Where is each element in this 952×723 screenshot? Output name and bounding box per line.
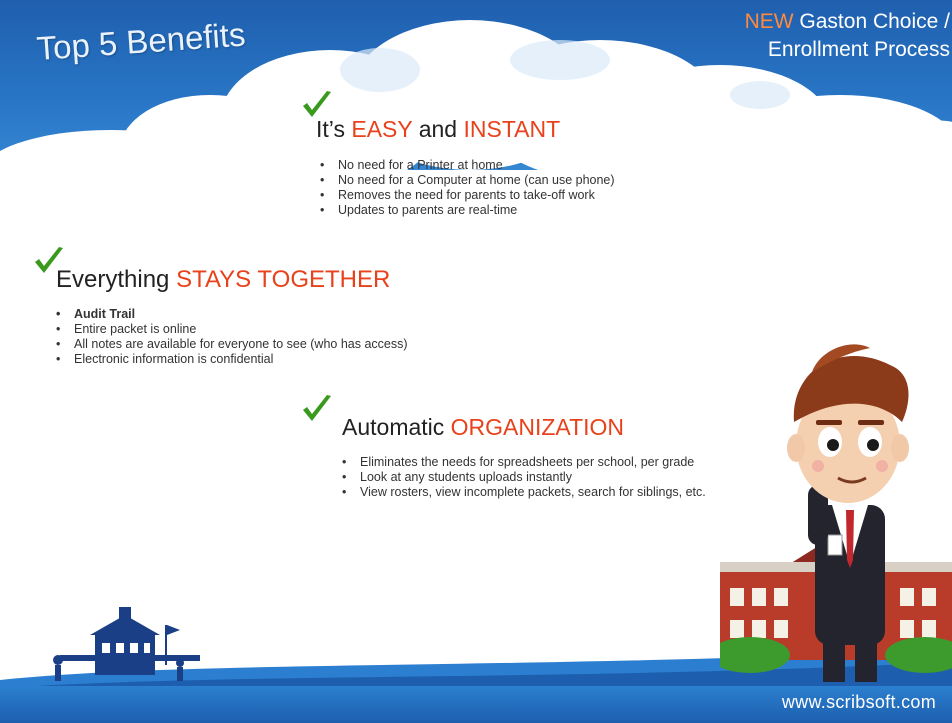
heading-highlight: ORGANIZATION	[450, 414, 625, 440]
program-name-line1: NEW Gaston Choice /	[745, 8, 950, 36]
program-name: NEW Gaston Choice / Enrollment Process	[745, 8, 950, 64]
list-item: All notes are available for everyone to …	[52, 337, 408, 352]
heading-highlight: STAYS TOGETHER	[176, 266, 391, 293]
list-item: No need for a Computer at home (can use …	[316, 173, 615, 188]
school-building-icon	[53, 607, 200, 681]
check-mark-icon	[303, 395, 331, 421]
list-item: Updates to parents are real-time	[316, 203, 615, 218]
check-mark-icon	[303, 91, 331, 117]
heading-text: Everything	[56, 266, 177, 293]
heading-text: and	[412, 116, 464, 142]
list-item: Eliminates the needs for spreadsheets pe…	[338, 455, 706, 470]
program-name-line2: Enrollment Process	[767, 38, 950, 61]
list-item: Electronic information is confidential	[52, 352, 408, 367]
bullet-list-organization: Eliminates the needs for spreadsheets pe…	[338, 455, 706, 500]
website-url: www.scribsoft.com	[781, 692, 936, 712]
section-heading-easy: It’s EASY and INSTANT	[316, 116, 560, 143]
section-heading-together: Everything STAYS TOGETHER	[56, 266, 390, 294]
list-item: View rosters, view incomplete packets, s…	[338, 485, 706, 500]
list-item: Removes the need for parents to take-off…	[316, 188, 615, 203]
new-label: NEW	[744, 10, 794, 33]
heading-text: Automatic	[342, 414, 451, 440]
section-heading-organization: Automatic ORGANIZATION	[342, 414, 624, 441]
list-item: Entire packet is online	[52, 322, 408, 337]
heading-highlight: INSTANT	[463, 116, 561, 142]
heading-highlight: EASY	[351, 116, 413, 142]
check-mark-icon	[35, 247, 63, 273]
bullet-list-together: Audit Trail Entire packet is online All …	[52, 307, 408, 367]
footer-bar	[0, 686, 952, 723]
businessman-illustration	[720, 344, 952, 682]
bullet-list-easy: No need for a Printer at home No need fo…	[316, 158, 615, 218]
list-item: Audit Trail	[52, 307, 408, 322]
program-name-text: Gaston Choice /	[793, 10, 950, 33]
list-item: Look at any students uploads instantly	[338, 470, 706, 485]
heading-text: It’s	[316, 116, 352, 142]
list-item: No need for a Printer at home	[316, 158, 615, 173]
